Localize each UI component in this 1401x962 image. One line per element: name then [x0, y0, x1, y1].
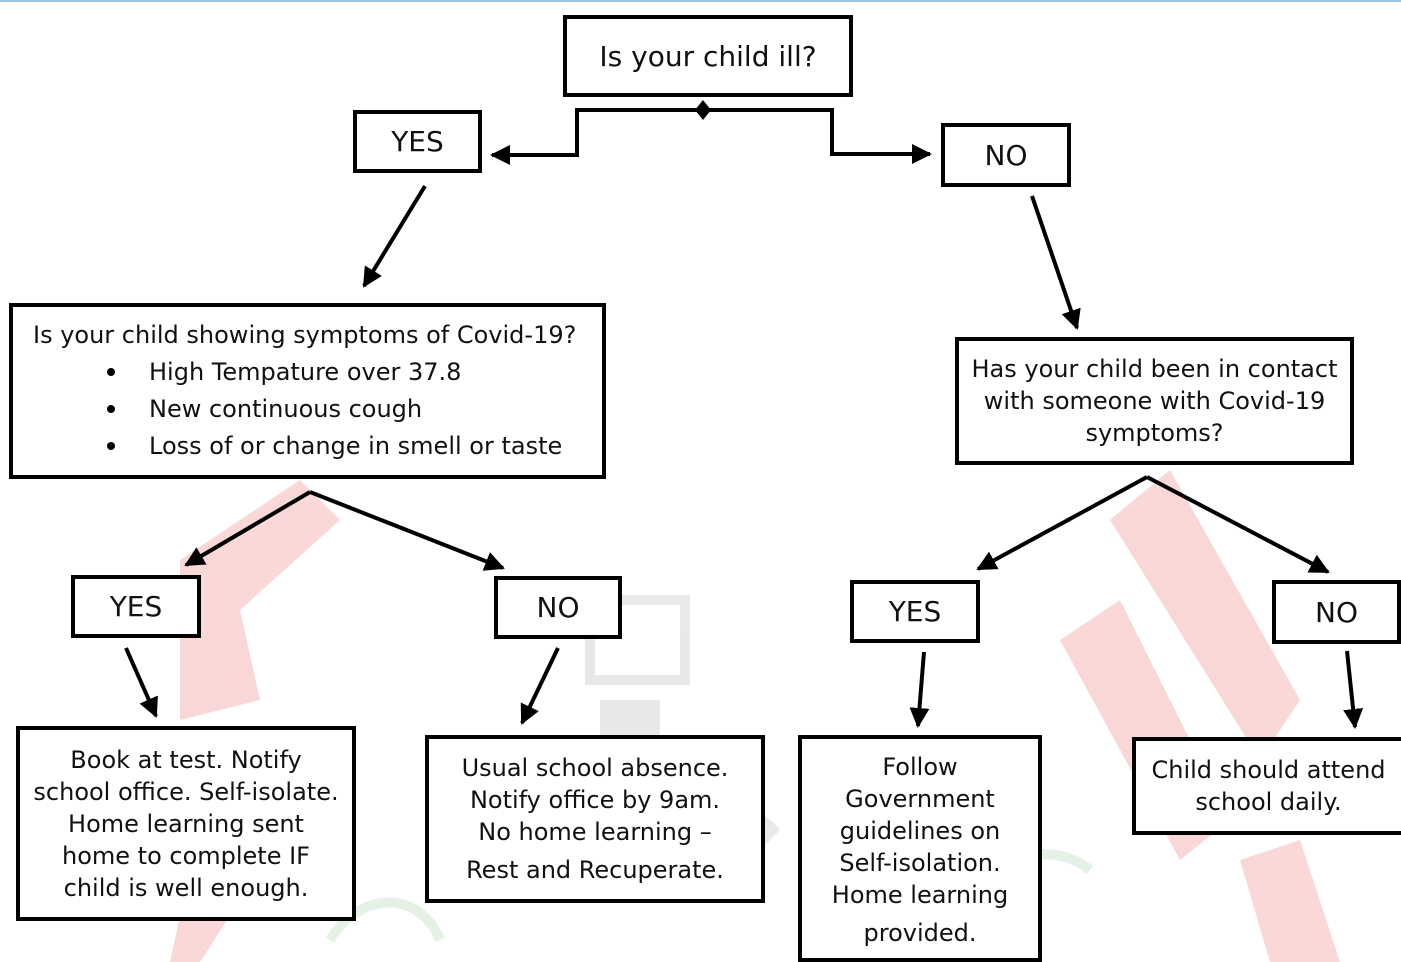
contact-yes-label: YES — [888, 595, 942, 628]
outcome-line: provided. — [863, 919, 977, 947]
outcome-government-guidelines-box: Follow Government guidelines on Self-iso… — [798, 735, 1042, 962]
root-question-text: Is your child ill? — [599, 39, 817, 73]
contact-no-label: NO — [1315, 595, 1358, 629]
symptom-item: Loss of or change in smell or taste — [33, 428, 582, 465]
outcome-attend-school-box: Child should attend school daily. — [1132, 737, 1401, 835]
symptoms-question-title: Is your child showing symptoms of Covid-… — [33, 321, 577, 349]
outcome-line: Home learning — [831, 881, 1009, 909]
symptoms-list: High Tempature over 37.8 New continuous … — [33, 354, 582, 465]
connector-left-no-to-outcome — [520, 647, 560, 725]
outcome-line: Self-isolation. — [839, 849, 1001, 877]
contact-question-box: Has your child been in contact with some… — [955, 337, 1354, 465]
connector-root-to-no — [703, 108, 932, 164]
connector-right-no-to-outcome — [1343, 650, 1364, 729]
top-rule — [0, 0, 1401, 2]
connector-right-yes-to-outcome — [909, 651, 930, 728]
outcome-line: Follow — [882, 753, 958, 781]
connector-symptoms-to-no — [309, 490, 505, 571]
contact-question-line: Has your child been in contact — [971, 355, 1338, 383]
outcome-line: No home learning – — [478, 818, 712, 846]
contact-question-line: symptoms? — [1085, 419, 1224, 447]
outcome-line: Government — [845, 785, 995, 813]
bullet-icon — [107, 405, 115, 413]
outcome-line: Notify office by 9am. — [469, 786, 721, 814]
outcome-school-absence-box: Usual school absence. Notify office by 9… — [425, 735, 765, 903]
contact-yes-box: YES — [850, 580, 980, 643]
outcome-line: Home learning sent — [68, 809, 304, 838]
bullet-icon — [107, 368, 115, 376]
root-junction-diamond — [695, 100, 711, 120]
outcome-line: Child should attend — [1151, 756, 1386, 784]
contact-question-line: with someone with Covid-19 — [983, 387, 1326, 415]
symptoms-no-label: NO — [536, 591, 580, 624]
connector-symptoms-to-yes — [184, 490, 312, 567]
contact-no-box: NO — [1272, 580, 1401, 644]
symptom-item: High Tempature over 37.8 — [33, 354, 582, 391]
answer-yes-label: YES — [391, 125, 444, 158]
symptoms-no-box: NO — [494, 576, 622, 639]
root-question-box: Is your child ill? — [563, 15, 853, 97]
outcome-line: guidelines on — [839, 817, 1001, 845]
symptoms-question-box: Is your child showing symptoms of Covid-… — [9, 303, 606, 479]
outcome-line: child is well enough. — [63, 873, 309, 902]
connector-no-to-contact — [1030, 195, 1081, 330]
outcome-line: Usual school absence. — [461, 754, 729, 782]
outcome-line: home to complete IF — [61, 841, 310, 870]
outcome-line: school office. Self-isolate. — [33, 777, 339, 806]
connector-contact-to-yes — [976, 475, 1148, 571]
answer-no-box: NO — [941, 123, 1071, 187]
outcome-line: school daily. — [1195, 788, 1342, 816]
connector-contact-to-no — [1146, 475, 1330, 574]
outcome-line: Rest and Recuperate. — [466, 856, 724, 884]
symptoms-yes-label: YES — [109, 590, 163, 623]
connector-root-to-yes — [490, 108, 703, 165]
outcome-book-test-box: Book at test. Notify school office. Self… — [16, 726, 356, 921]
connector-yes-to-symptoms — [362, 184, 427, 288]
symptoms-yes-box: YES — [71, 575, 201, 638]
outcome-line: Book at test. Notify — [70, 745, 302, 774]
answer-no-label: NO — [984, 138, 1028, 172]
bullet-icon — [107, 442, 115, 450]
connector-left-yes-to-outcome — [124, 647, 158, 718]
symptom-item: New continuous cough — [33, 391, 582, 428]
answer-yes-box: YES — [353, 110, 482, 173]
